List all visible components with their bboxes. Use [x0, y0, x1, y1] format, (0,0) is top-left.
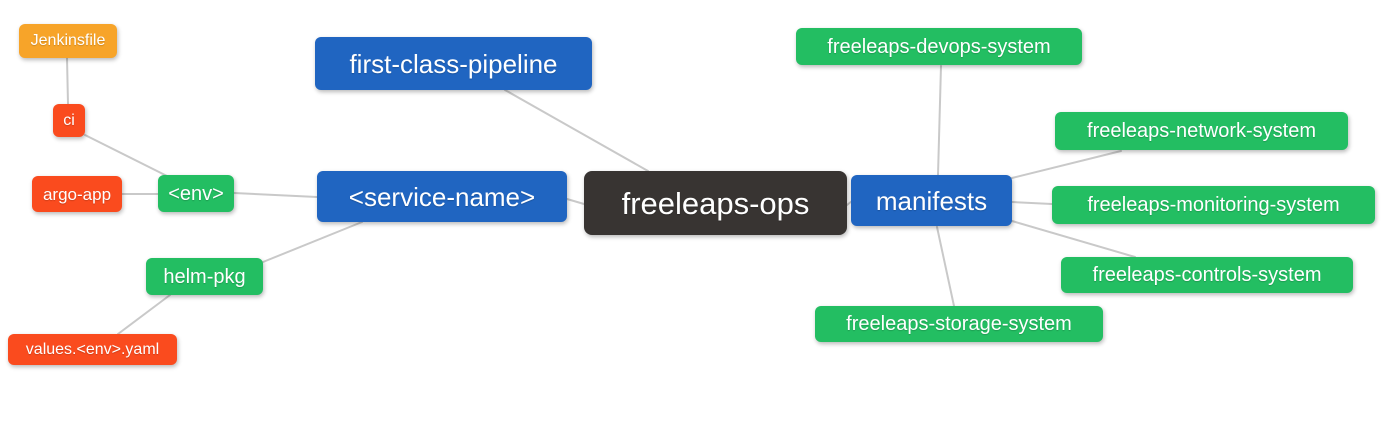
- node-freeleaps-storage-system[interactable]: freeleaps-storage-system: [815, 306, 1103, 342]
- node-label: <service-name>: [348, 181, 536, 212]
- edge-service-name-to-freeleaps-ops: [566, 198, 585, 205]
- node-label: freeleaps-monitoring-system: [1087, 194, 1340, 216]
- node-label: <env>: [168, 182, 224, 205]
- edge-env-to-service-name: [233, 192, 318, 198]
- node-freeleaps-ops[interactable]: freeleaps-ops: [584, 171, 847, 235]
- node-jenkinsfile[interactable]: Jenkinsfile: [19, 24, 117, 58]
- node-env[interactable]: <env>: [158, 175, 234, 212]
- node-ci[interactable]: ci: [53, 104, 85, 137]
- node-label: argo-app: [42, 184, 112, 204]
- node-label: freeleaps-devops-system: [827, 35, 1051, 58]
- node-label: manifests: [875, 185, 988, 216]
- node-label: ci: [63, 111, 75, 129]
- node-freeleaps-controls-system[interactable]: freeleaps-controls-system: [1061, 257, 1353, 293]
- node-label: first-class-pipeline: [349, 48, 558, 79]
- node-label: helm-pkg: [163, 265, 246, 288]
- node-label: freeleaps-network-system: [1087, 120, 1316, 142]
- node-label: values.<env>.yaml: [25, 340, 160, 358]
- edge-first-class-pipeline-to-freeleaps-ops: [504, 89, 649, 172]
- node-label: freeleaps-ops: [621, 185, 810, 221]
- node-freeleaps-monitoring-system[interactable]: freeleaps-monitoring-system: [1052, 186, 1375, 224]
- edge-helm-pkg-to-values-env-yaml: [117, 294, 171, 335]
- node-label: freeleaps-storage-system: [846, 313, 1072, 335]
- edge-manifests-to-freeleaps-controls-system: [1011, 220, 1136, 258]
- node-first-class-pipeline[interactable]: first-class-pipeline: [315, 37, 592, 90]
- edge-jenkinsfile-to-ci: [66, 57, 69, 105]
- node-label: freeleaps-controls-system: [1092, 264, 1322, 286]
- node-freeleaps-devops-system[interactable]: freeleaps-devops-system: [796, 28, 1082, 65]
- node-freeleaps-network-system[interactable]: freeleaps-network-system: [1055, 112, 1348, 150]
- edge-manifests-to-freeleaps-devops-system: [937, 65, 942, 176]
- edge-manifests-to-freeleaps-network-system: [1011, 150, 1122, 179]
- edge-manifests-to-freeleaps-storage-system: [936, 226, 955, 307]
- node-argo-app[interactable]: argo-app: [32, 176, 122, 212]
- edge-helm-pkg-to-service-name: [262, 221, 363, 263]
- node-manifests[interactable]: manifests: [851, 175, 1012, 226]
- edge-manifests-to-freeleaps-monitoring-system: [1011, 201, 1053, 205]
- node-values-env-yaml[interactable]: values.<env>.yaml: [8, 334, 177, 365]
- node-service-name[interactable]: <service-name>: [317, 171, 567, 222]
- node-label: Jenkinsfile: [30, 32, 106, 49]
- edge-ci-to-env: [84, 134, 168, 177]
- node-helm-pkg[interactable]: helm-pkg: [146, 258, 263, 295]
